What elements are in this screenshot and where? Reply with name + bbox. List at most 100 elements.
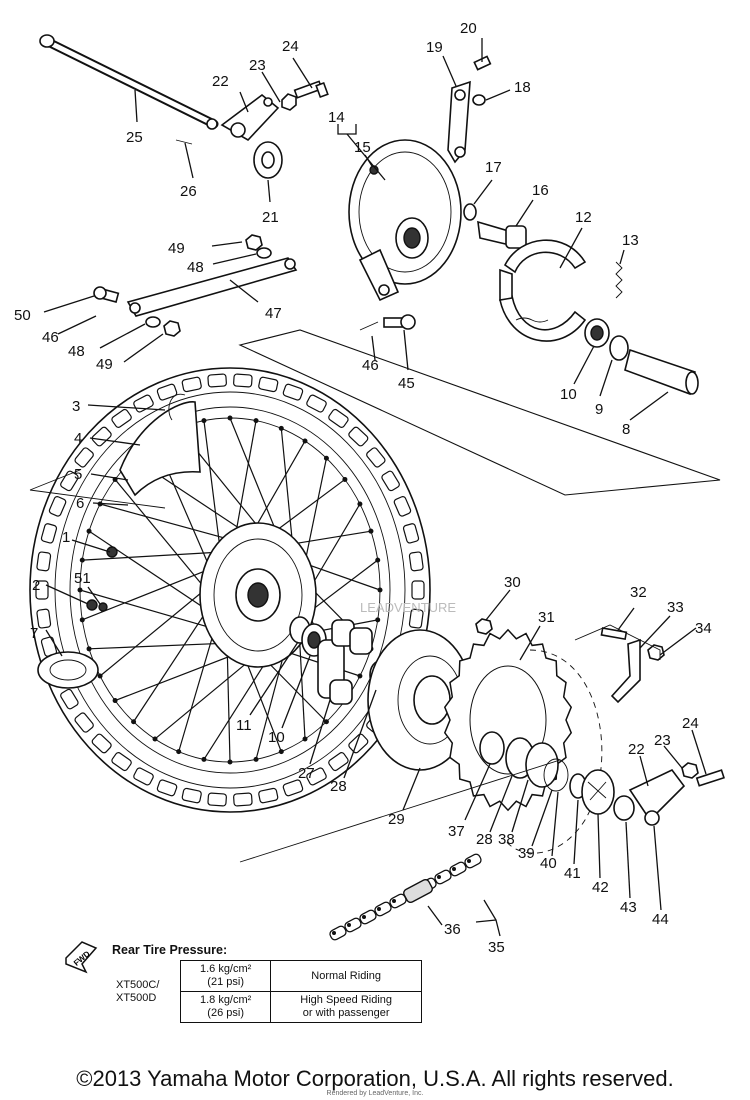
callout-10-upper: 10 [560, 386, 577, 403]
drive-chain-35 [329, 853, 482, 941]
valve-nuts [86, 546, 118, 612]
nut-30 [475, 618, 493, 635]
collar-37 [479, 731, 505, 765]
callout-24-right: 24 [682, 715, 699, 732]
cotter-pin-46 [359, 321, 379, 331]
callout-10-lower: 10 [268, 729, 285, 746]
callout-48-lower: 48 [68, 343, 85, 360]
callout-18: 18 [514, 79, 531, 96]
callout-21: 21 [262, 209, 279, 226]
model-line-2: XT500D [116, 991, 157, 1004]
pressure-normal-condition: Normal Riding [270, 960, 422, 992]
callout-43: 43 [620, 899, 637, 916]
callout-48-upper: 48 [187, 259, 204, 276]
callout-23-right: 23 [654, 732, 671, 749]
shoe-spring-13 [615, 261, 623, 299]
brake-camshaft-16 [477, 220, 527, 249]
rim-lock-7 [37, 651, 99, 689]
rear-axle [39, 34, 219, 130]
forward-direction-icon: FWD [65, 941, 98, 974]
callout-46-right: 46 [362, 357, 379, 374]
circlip-40 [543, 758, 569, 792]
washer-18 [472, 94, 486, 106]
pressure-table-title: Rear Tire Pressure: [112, 943, 228, 957]
callout-37: 37 [448, 823, 465, 840]
lever-bolt-20 [473, 55, 492, 71]
nut-49-upper [245, 234, 263, 251]
callout-22-right: 22 [628, 741, 645, 758]
camshaft-lever [447, 80, 471, 164]
callout-32: 32 [630, 584, 647, 601]
callout-24: 24 [282, 38, 299, 55]
callout-34: 34 [695, 620, 712, 637]
callout-14: 14 [328, 109, 345, 126]
cotter-pin-26 [175, 139, 193, 145]
callout-4: 4 [74, 430, 82, 447]
chain-puller-33 [610, 638, 641, 704]
model-cell: XT500C/ XT500D [112, 960, 181, 1023]
callout-38: 38 [498, 831, 515, 848]
callout-17: 17 [485, 159, 502, 176]
adjuster-bolt-right [695, 769, 725, 787]
rear-sprocket-31 [443, 628, 573, 812]
adjuster-bolt-left [293, 80, 329, 99]
callout-40: 40 [540, 855, 557, 872]
callout-46-left: 46 [42, 329, 59, 346]
callout-28-left: 28 [330, 778, 347, 795]
callout-45: 45 [398, 375, 415, 392]
callout-13: 13 [622, 232, 639, 249]
callout-30: 30 [504, 574, 521, 591]
callout-22: 22 [212, 73, 229, 90]
callout-1: 1 [62, 529, 70, 546]
callout-26: 26 [180, 183, 197, 200]
callout-33: 33 [667, 599, 684, 616]
wheel-group-line-2 [29, 469, 81, 491]
pressure-high-value: 1.8 kg/cm²(26 psi) [179, 991, 272, 1023]
callout-16: 16 [532, 182, 549, 199]
callout-27: 27 [298, 765, 315, 782]
callout-7: 7 [30, 625, 38, 642]
rear-tire-pressure-table: Rear Tire Pressure: XT500C/ XT500D 1.6 k… [112, 943, 422, 1023]
callout-51: 51 [74, 570, 91, 587]
washer-48-upper [256, 247, 272, 259]
brake-assembly-outline [238, 329, 721, 496]
tension-bar [126, 257, 298, 317]
callout-39: 39 [518, 845, 535, 862]
callout-9: 9 [595, 401, 603, 418]
callout-19: 19 [426, 39, 443, 56]
collar-42 [581, 769, 615, 815]
callout-49-lower: 49 [96, 356, 113, 373]
callout-28-right: 28 [476, 831, 493, 848]
callout-49-upper: 49 [168, 240, 185, 257]
adjuster-nut-right [681, 762, 699, 779]
callout-5: 5 [74, 466, 82, 483]
callout-31: 31 [538, 609, 555, 626]
callout-2: 2 [32, 577, 40, 594]
callout-47: 47 [265, 305, 282, 322]
dust-collar-21 [253, 141, 283, 179]
callout-8: 8 [622, 421, 630, 438]
callout-44: 44 [652, 911, 669, 928]
callout-12: 12 [575, 209, 592, 226]
hub-dampers-27 [317, 619, 373, 705]
nut-34 [647, 644, 665, 661]
callout-35: 35 [488, 939, 505, 956]
oil-seal-17 [463, 203, 477, 221]
leader-lines [43, 38, 707, 937]
rim-band [119, 401, 201, 497]
brake-shoe-set [499, 239, 587, 342]
adjuster-nut-left [281, 93, 297, 111]
callout-29: 29 [388, 811, 405, 828]
faint-watermark: LEADVENTURE [360, 600, 456, 615]
bearing-10-upper [584, 318, 610, 348]
chain-adjuster-right [628, 768, 686, 826]
axle-guide-line [239, 759, 561, 863]
bolt-32 [600, 627, 628, 641]
callout-11: 11 [236, 717, 252, 734]
spacer-43 [613, 795, 635, 821]
model-line-1: XT500C/ [116, 978, 160, 991]
render-watermark: Rendered by LeadVenture, Inc. [326, 1090, 424, 1097]
callout-36: 36 [444, 921, 461, 938]
wheel-group-line [29, 489, 166, 509]
